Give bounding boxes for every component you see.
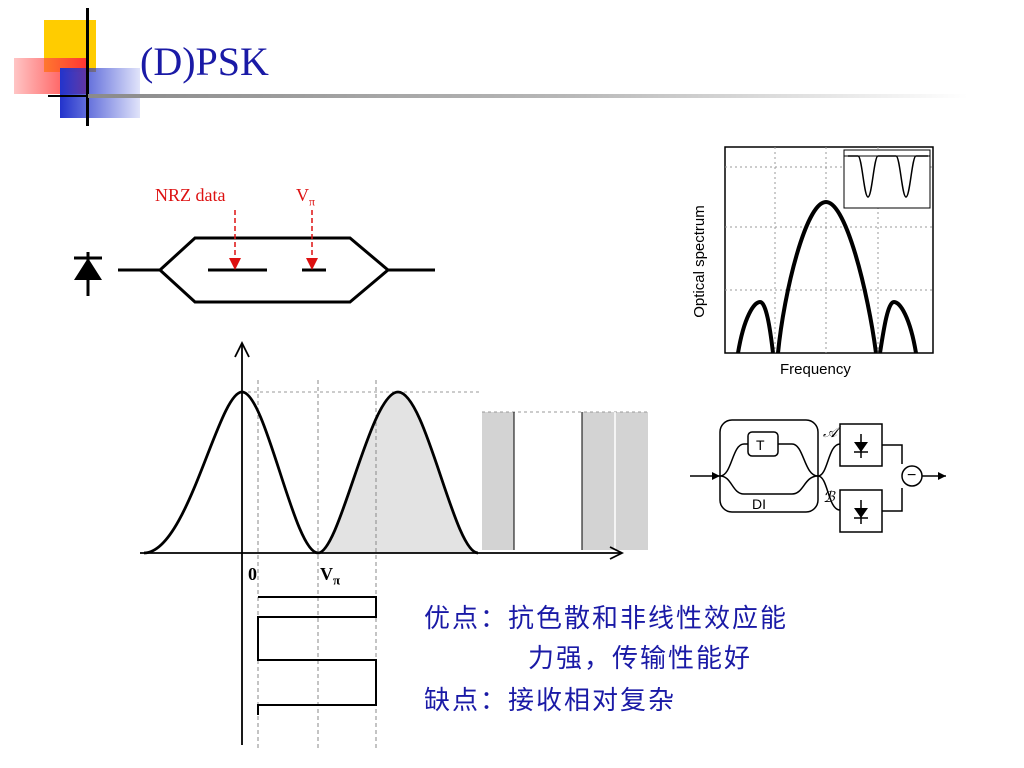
- mzm-lower-arm: [158, 268, 389, 304]
- vpi-bias-sub: π: [309, 194, 316, 209]
- di-receiver-diagram: [690, 419, 946, 533]
- port-a-label: 𝒜: [823, 425, 838, 441]
- mzm-diagram: [74, 210, 435, 304]
- vpi-bias-label: Vπ: [296, 185, 315, 210]
- inset-box: [843, 149, 931, 209]
- spectrum-left-sidelobe: [736, 299, 775, 354]
- vpi-axis-label: Vπ: [320, 564, 340, 589]
- photodiode-b-icon: [854, 500, 868, 524]
- logo-vertical-line: [86, 8, 89, 126]
- title-underline: [88, 94, 968, 98]
- subtract-symbol: −: [907, 467, 917, 484]
- vpi-axis-main: V: [320, 564, 333, 584]
- transfer-function-plot: [140, 340, 648, 750]
- slide-title: (D)PSK: [140, 39, 269, 84]
- spectrum-main-lobe: [776, 199, 878, 354]
- nrz-data-label: NRZ data: [155, 185, 226, 205]
- inset-notch-curve: [848, 155, 928, 198]
- spectrum-xlabel: Frequency: [780, 361, 851, 378]
- photodiode-a-icon: [854, 434, 868, 458]
- shade-band-1: [482, 412, 514, 550]
- spectrum-ylabel: Optical spectrum: [690, 205, 708, 318]
- di-label: DI: [752, 496, 766, 512]
- vpi-bias-main: V: [296, 185, 309, 205]
- vpi-axis-sub: π: [333, 572, 341, 588]
- photodiode-b-box: [839, 489, 883, 533]
- mzm-upper-arm: [158, 236, 389, 272]
- delay-label: T: [756, 437, 765, 453]
- zero-label: 0: [248, 564, 257, 584]
- port-b-label: ℬ: [823, 490, 835, 506]
- pros-line-2: 力强，传输性能好: [528, 644, 753, 674]
- drive-square-wave: [257, 596, 377, 715]
- cons-line: 缺点：接收相对复杂: [424, 686, 677, 716]
- corner-logo: [0, 0, 150, 130]
- pros-line-1: 优点：抗色散和非线性效应能: [424, 604, 789, 634]
- optical-spectrum-plot: [724, 146, 934, 354]
- logo-blue-bar: [60, 68, 140, 118]
- transfer-curve: [143, 390, 479, 555]
- diode-icon: [74, 252, 102, 296]
- spectrum-right-sidelobe: [878, 299, 918, 354]
- shaded-lobe: [318, 392, 478, 553]
- di-box: [719, 419, 819, 513]
